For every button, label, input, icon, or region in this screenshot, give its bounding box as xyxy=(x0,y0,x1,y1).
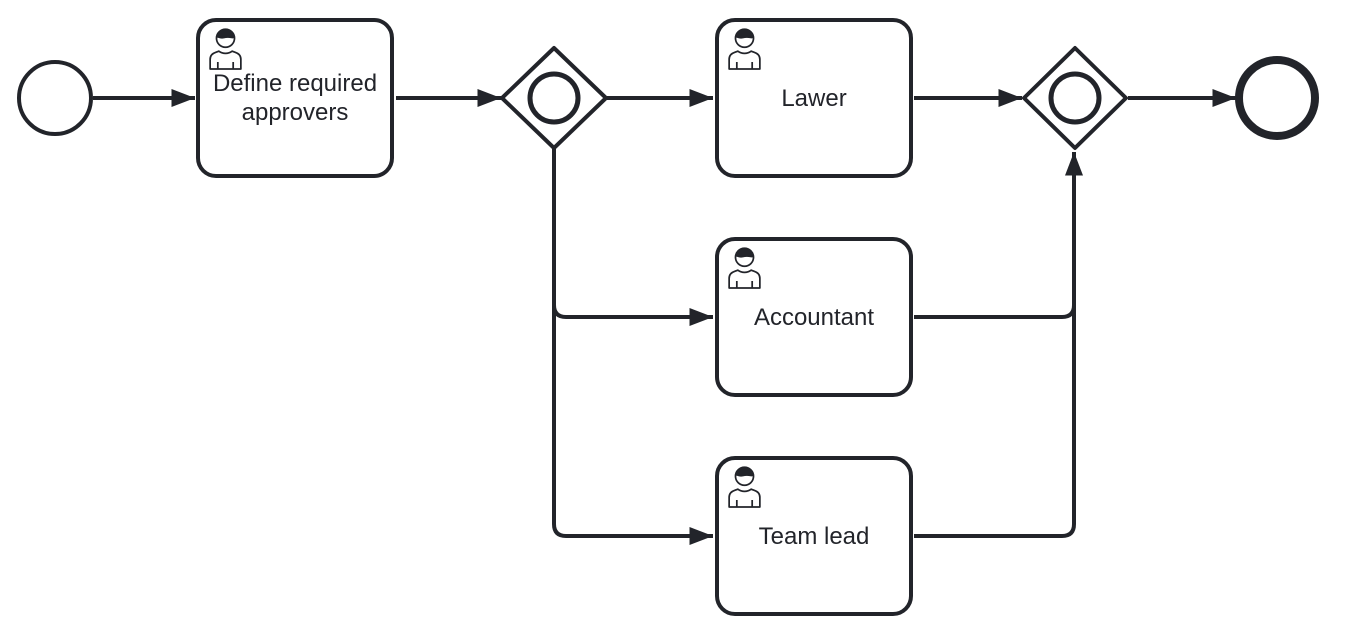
inclusive-gateway-join[interactable] xyxy=(1022,46,1128,150)
user-task-team-lead[interactable]: Team lead xyxy=(715,456,913,616)
sequence-flow-team-lead-to-join-gateway[interactable] xyxy=(914,152,1083,538)
inclusive-gateway-circle-icon xyxy=(1048,71,1102,125)
user-task-icon xyxy=(726,246,763,289)
sequence-flow-accountant-to-join-gateway[interactable] xyxy=(914,170,1076,319)
start-event[interactable] xyxy=(17,60,93,136)
inclusive-gateway-circle-icon xyxy=(527,71,581,125)
task-label: Lawer xyxy=(781,84,847,112)
user-task-define-required-approvers[interactable]: Define required approvers xyxy=(196,18,394,178)
user-task-accountant[interactable]: Accountant xyxy=(715,237,913,397)
task-label: Define required approvers xyxy=(212,70,378,126)
user-task-lawer[interactable]: Lawer xyxy=(715,18,913,178)
inclusive-gateway-split[interactable] xyxy=(500,46,608,150)
gateway-diamond xyxy=(500,46,608,150)
user-task-icon xyxy=(207,27,244,70)
user-task-icon xyxy=(726,27,763,70)
task-label: Accountant xyxy=(753,303,875,331)
sequence-flow-split-gateway-to-accountant[interactable] xyxy=(552,148,713,326)
user-task-icon xyxy=(726,465,763,508)
end-event[interactable] xyxy=(1235,56,1319,140)
sequence-flow-split-gateway-to-team-lead[interactable] xyxy=(552,148,713,545)
task-label: Team lead xyxy=(758,522,870,550)
gateway-diamond xyxy=(1022,46,1128,150)
